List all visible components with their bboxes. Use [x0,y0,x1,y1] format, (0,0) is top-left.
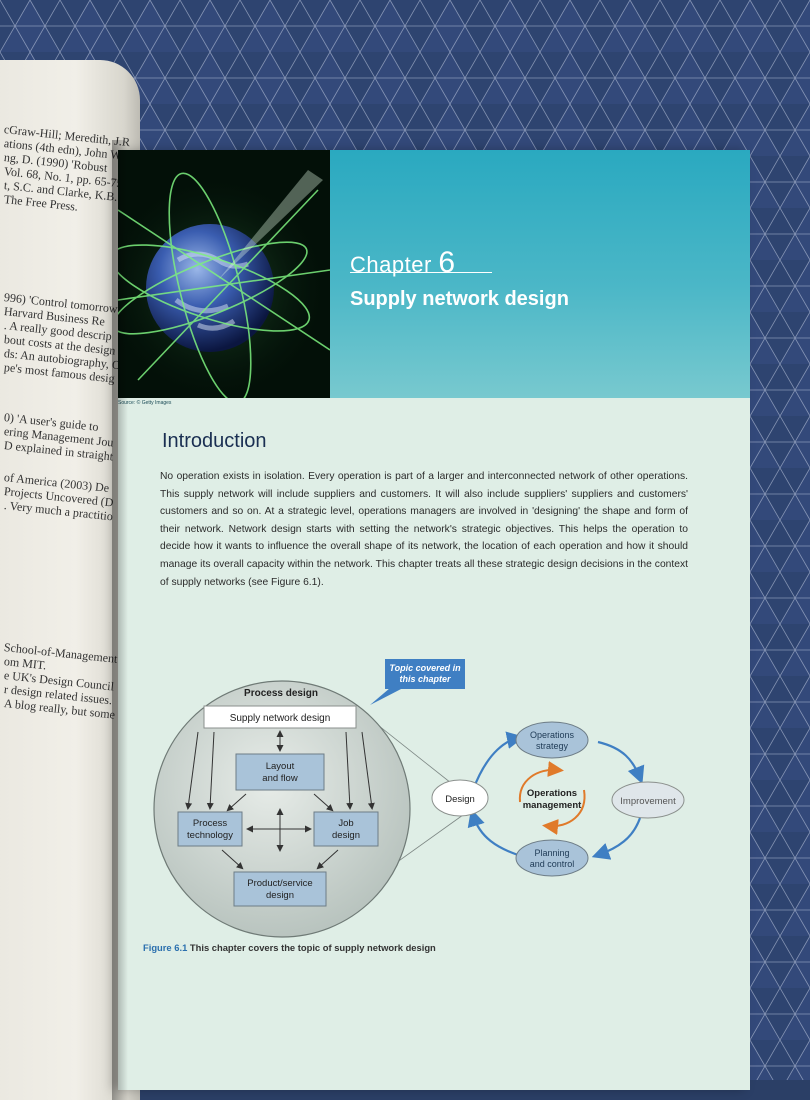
job-design-label-line2: design [332,830,360,841]
product-design-label-line2: design [266,890,294,901]
topic-callout: Topic covered in this chapter [385,659,465,689]
supply-network-design-box [203,705,357,729]
chapter-number: 6 [438,246,456,279]
layout-label-line1: Layout [266,761,295,772]
photo-source-credit: Source: © Getty Images [118,400,172,406]
design-node [431,779,489,817]
process-design-label: Process design [244,688,318,699]
introduction-heading: Introduction [162,430,267,452]
chapter-rule [350,272,492,273]
ops-strategy-label-line2: strategy [536,741,569,751]
design-label: Design [445,794,475,805]
chapter-title: Supply network design [350,288,569,310]
job-design-box [313,811,379,847]
product-service-design-box [233,871,327,907]
ops-strategy-label-line1: Operations [530,730,575,740]
process-tech-label-line2: technology [187,830,233,841]
textbook-page: Source: © Getty Images Chapter 6 Supply … [118,150,750,1090]
process-technology-box [177,811,243,847]
planning-and-control-node [515,839,589,877]
layout-label-line2: and flow [262,773,298,784]
operations-strategy-node [515,721,589,759]
layout-and-flow-box [235,753,325,791]
globe-photo [118,150,330,398]
figure-diagram: Process design Supply network design Lay… [153,680,685,938]
planning-label-line1: Planning [534,848,569,858]
book-spine-shadow [112,140,128,1100]
improvement-label: Improvement [620,796,676,807]
ops-management-label-line1: Operations [527,788,577,799]
job-design-label-line1: Job [338,818,353,829]
product-design-label-line1: Product/service [247,878,312,889]
figure-label: Figure 6.1 [143,942,188,953]
introduction-paragraph: No operation exists in isolation. Every … [160,471,688,588]
improvement-node [611,781,685,819]
supply-network-design-label: Supply network design [230,713,331,724]
process-tech-label-line1: Process [193,818,228,829]
ops-management-label-line2: management [523,800,582,811]
planning-label-line2: and control [530,859,575,869]
figure-caption-text: This chapter covers the topic of supply … [189,942,436,953]
figure-caption: Figure 6.1 This chapter covers the topic… [143,942,436,953]
